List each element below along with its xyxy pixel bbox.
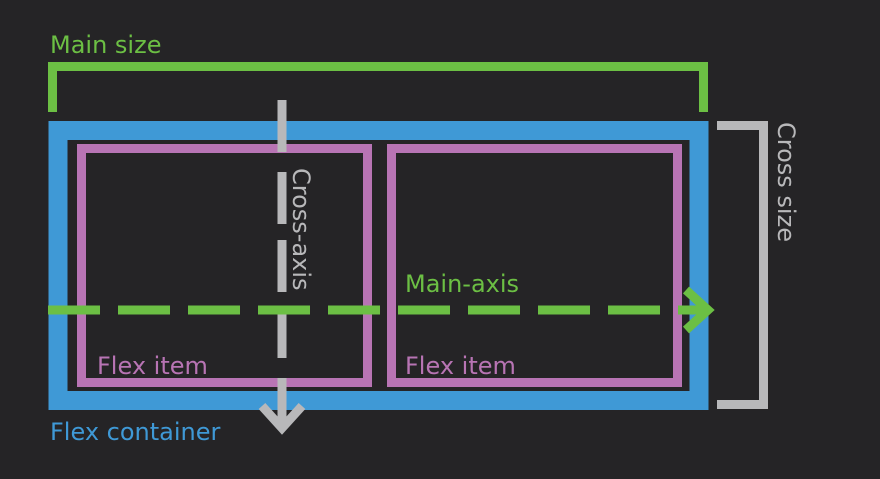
cross-axis-arrow xyxy=(258,100,306,435)
main-size-bracket xyxy=(48,62,708,112)
cross-axis-label: Cross-axis xyxy=(287,168,315,291)
main-axis-label: Main-axis xyxy=(405,270,519,298)
flex-item-1-label: Flex item xyxy=(97,352,208,380)
main-size-label: Main size xyxy=(50,31,161,59)
flex-item-2-label: Flex item xyxy=(405,352,516,380)
flex-item-2 xyxy=(387,144,682,387)
cross-size-bracket xyxy=(717,121,768,409)
flex-container-label: Flex container xyxy=(50,418,221,446)
flex-container xyxy=(48,121,709,410)
flex-item-1 xyxy=(77,144,372,387)
main-axis-arrow xyxy=(48,286,715,334)
cross-size-label: Cross size xyxy=(772,122,800,242)
